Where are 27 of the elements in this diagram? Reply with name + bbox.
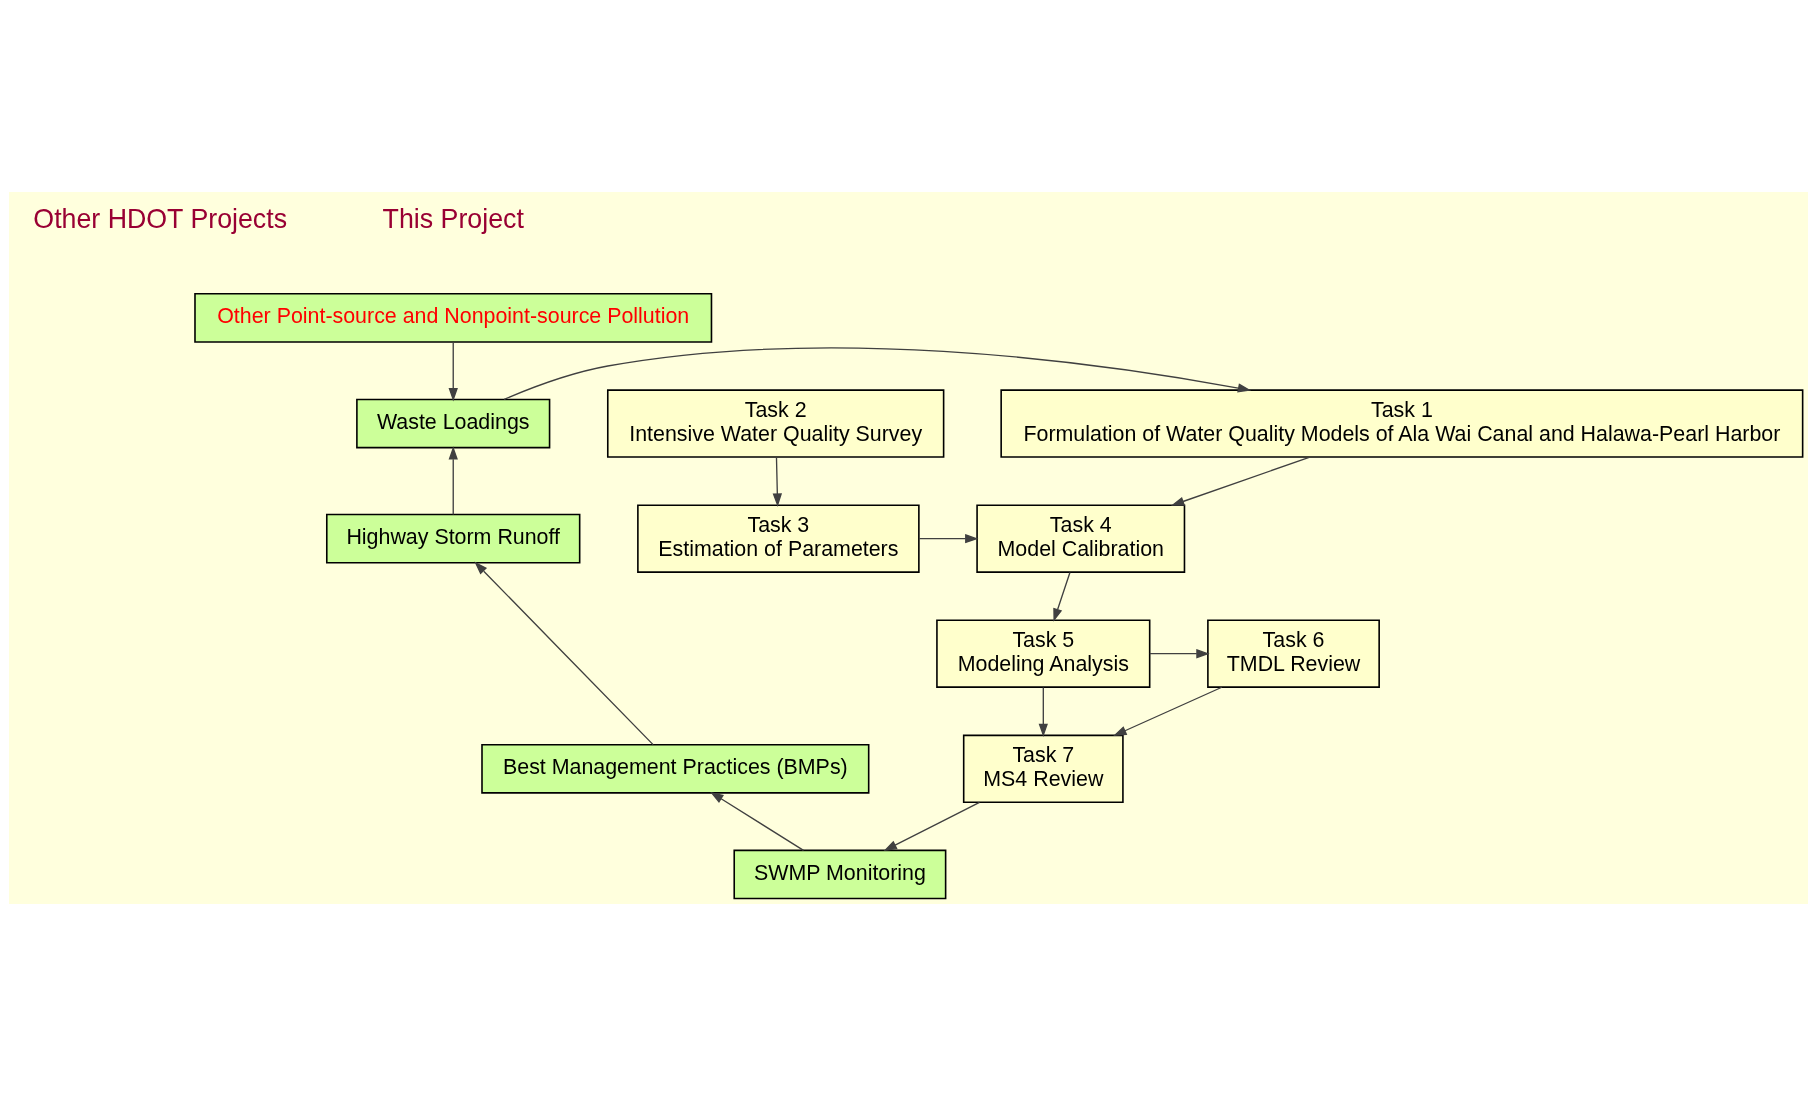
arrow [1170, 456, 1311, 506]
arrow [709, 791, 804, 851]
node-box: Task 6 TMDL Review [1206, 619, 1380, 688]
arrow [917, 533, 978, 544]
arrow [1052, 571, 1071, 622]
arrow [448, 341, 458, 402]
arrow [502, 347, 1251, 401]
arrow [448, 446, 458, 516]
arrow [883, 801, 980, 851]
node-box: Task 5 Modeling Analysis [935, 619, 1150, 688]
node-box: Best Management Practices (BMPs) [480, 743, 869, 794]
node-box: SWMP Monitoring [732, 849, 946, 900]
node-box: Task 1 Formulation of Water Quality Models of Ala Wai Canal and Halawa-Pearl Harbor [999, 389, 1803, 458]
arrow [1038, 686, 1048, 738]
node-box: Waste Loadings [355, 398, 550, 449]
arrow [1148, 649, 1210, 659]
arrow [473, 561, 654, 746]
label: This Project [382, 204, 524, 235]
node-box: Other Point-source and Nonpoint-source Pollution [193, 292, 712, 343]
node-box: Task 3 Estimation of Parameters [636, 504, 920, 573]
node-box: Task 2 Intensive Water Quality Survey [606, 389, 944, 458]
node-box: Task 4 Model Calibration [975, 504, 1185, 573]
node-box: Highway Storm Runoff [325, 513, 580, 564]
node-box: Task 7 MS4 Review [962, 734, 1124, 804]
arrow [772, 456, 782, 507]
arrow [1112, 686, 1222, 737]
label: Other HDOT Projects [32, 204, 287, 235]
